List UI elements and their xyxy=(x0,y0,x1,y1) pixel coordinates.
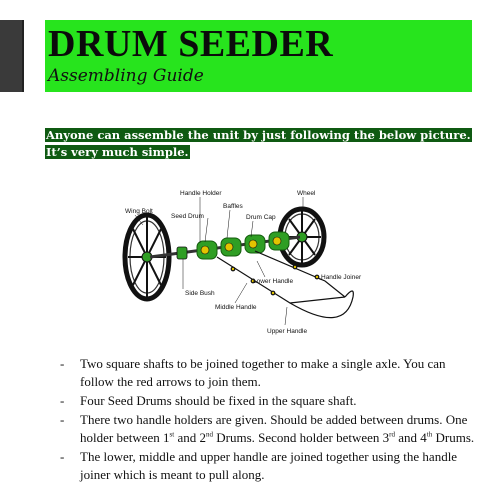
label-baffles: Baffles xyxy=(223,203,244,210)
instruction-text-part: and 4 xyxy=(395,430,427,445)
ordinal-suffix: rd xyxy=(389,430,396,439)
instruction-text: Two square shafts to be joined together … xyxy=(80,356,446,389)
instruction-text-part: There two handle holders are given. Shou… xyxy=(80,412,468,445)
left-wheel xyxy=(122,212,172,302)
ordinal-suffix: th xyxy=(426,430,433,439)
ordinal-suffix: st xyxy=(169,430,175,439)
intro-text: Anyone can assemble the unit by just fol… xyxy=(45,127,472,159)
side-bush xyxy=(176,246,188,260)
label-handle-holder: Handle Holder xyxy=(180,190,222,197)
instruction-text: Four Seed Drums should be fixed in the s… xyxy=(80,393,357,408)
instruction-item: -There two handle holders are given. Sho… xyxy=(60,412,475,445)
instruction-item: -The lower, middle and upper handle are … xyxy=(60,449,458,482)
instruction-item: -Four Seed Drums should be fixed in the … xyxy=(60,393,357,408)
label-upper-handle: Upper Handle xyxy=(267,328,307,335)
title-banner: DRUM SEEDER Assembling Guide xyxy=(45,20,472,92)
page-subtitle: Assembling Guide xyxy=(48,66,204,86)
instruction-item: -Two square shafts to be joined together… xyxy=(60,356,446,389)
label-seed-drum: Seed Drum xyxy=(171,213,204,220)
ordinal-suffix: nd xyxy=(205,430,213,439)
page-title: DRUM SEEDER xyxy=(48,23,334,65)
drum-seeder-diagram: Handle Holder Wheel Wing Bolt Baffles Se… xyxy=(122,190,362,335)
label-lower-handle: Lower Handle xyxy=(253,278,293,285)
intro-paragraph: Anyone can assemble the unit by just fol… xyxy=(45,127,475,161)
label-middle-handle: Middle Handle xyxy=(215,304,257,311)
instruction-text-part: and 2 xyxy=(174,430,206,445)
label-drum-cap: Drum Cap xyxy=(246,214,276,221)
instruction-list: -Two square shafts to be joined together… xyxy=(60,355,480,485)
label-handle-joiner: Handle Joiner xyxy=(321,274,362,281)
instruction-text-part: Drums. Second holder between 3 xyxy=(212,430,390,445)
label-wheel: Wheel xyxy=(297,190,316,197)
label-wing-bolt: Wing Bolt xyxy=(125,208,153,215)
label-side-bush: Side Bush xyxy=(185,290,215,297)
seed-drums xyxy=(196,231,290,260)
side-tab xyxy=(0,20,24,92)
instruction-text: The lower, middle and upper handle are j… xyxy=(80,449,458,482)
instruction-text-part: Drums. xyxy=(432,430,475,445)
